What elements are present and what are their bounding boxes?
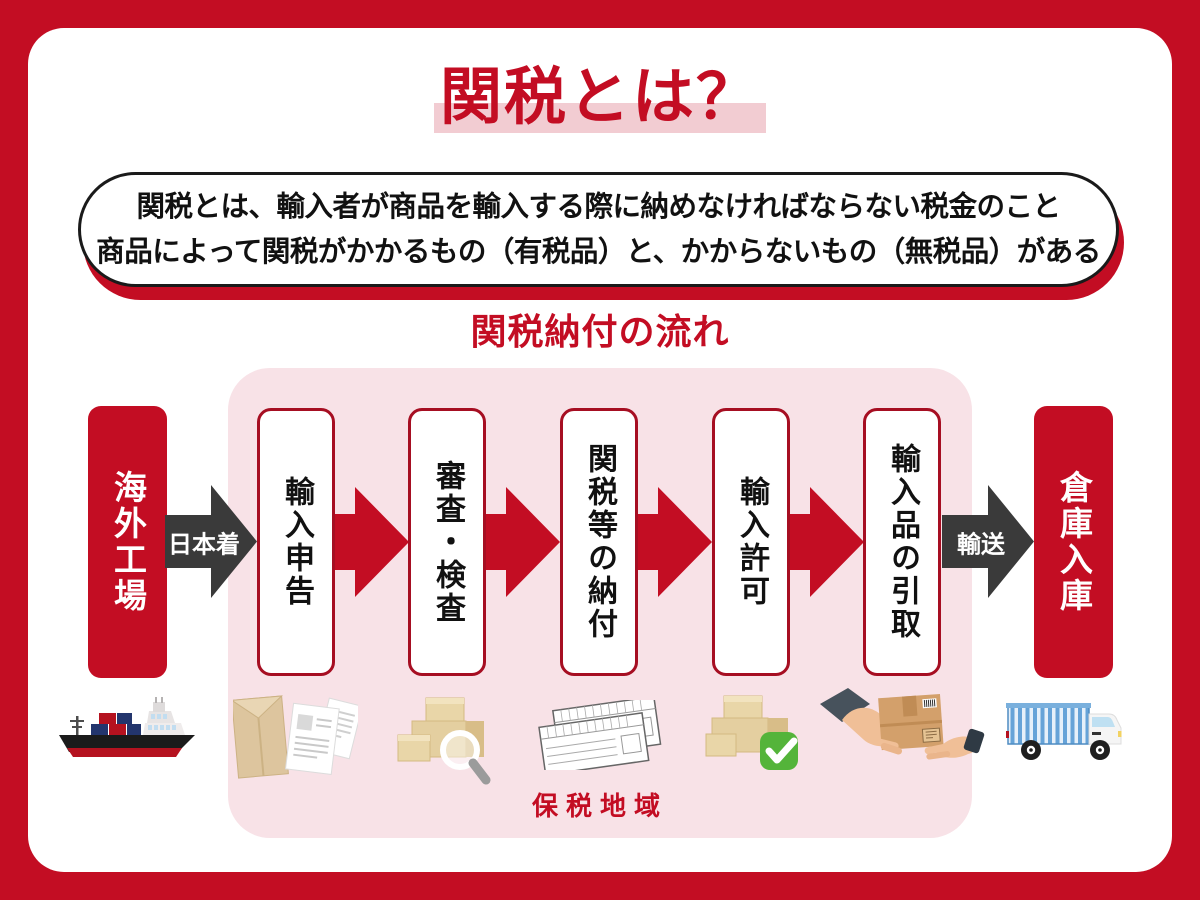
arrival-arrow-label: 日本着	[168, 531, 240, 558]
flow-heading: 関税納付の流れ	[470, 311, 730, 352]
overseas-factory-box: 海外工場	[88, 406, 167, 678]
arrow-right-icon	[942, 485, 1034, 598]
step-goods-pickup: 輸入品の引取	[863, 408, 941, 676]
flow-arrow	[335, 487, 409, 597]
page-title: 関税とは？	[433, 62, 766, 134]
step-label: 審査・検査	[431, 459, 464, 625]
arrow-right-icon	[335, 487, 409, 597]
intro-line-2: 商品によって関税がかかるもの（有税品）と、かからないもの（無税品）がある	[96, 235, 1101, 268]
intro-line-1: 関税とは、輸入者が商品を輸入する際に納めなければならない税金のこと	[136, 191, 1061, 224]
transport-arrow: 輸送	[942, 485, 1034, 598]
overseas-factory-label: 海外工場	[109, 470, 147, 614]
step-duty-payment: 関税等の納付	[560, 408, 638, 676]
inspection-magnifier-icon	[396, 693, 508, 785]
step-label: 輸入申告	[280, 476, 313, 608]
step-import-declaration: 輸入申告	[257, 408, 335, 676]
arrow-right-icon	[165, 485, 257, 598]
approved-boxes-icon	[704, 692, 804, 774]
step-label: 輸入品の引取	[886, 443, 919, 641]
delivery-truck-icon	[1003, 698, 1133, 762]
warehouse-box: 倉庫入庫	[1034, 406, 1113, 678]
flow-arrow	[486, 487, 560, 597]
arrow-right-icon	[638, 487, 712, 597]
flow-arrow	[790, 487, 864, 597]
step-import-permit: 輸入許可	[712, 408, 790, 676]
arrival-arrow: 日本着	[165, 485, 257, 598]
title-row: 関税とは？	[0, 62, 1200, 134]
step-examination-inspection: 審査・検査	[408, 408, 486, 676]
step-label: 輸入許可	[735, 476, 768, 608]
arrow-right-icon	[486, 487, 560, 597]
package-handover-icon	[820, 688, 985, 768]
tax-forms-icon	[538, 700, 663, 770]
flow-arrow	[638, 487, 712, 597]
cargo-ship-icon	[57, 697, 197, 765]
bonded-area-label: 保税地域	[531, 791, 668, 821]
warehouse-label: 倉庫入庫	[1055, 470, 1093, 614]
intro-box: 関税とは、輸入者が商品を輸入する際に納めなければならない税金のこと 商品によって…	[78, 172, 1119, 287]
step-label: 関税等の納付	[583, 443, 616, 641]
arrow-right-icon	[790, 487, 864, 597]
documents-icon	[233, 694, 358, 780]
transport-arrow-label: 輸送	[957, 531, 1005, 558]
